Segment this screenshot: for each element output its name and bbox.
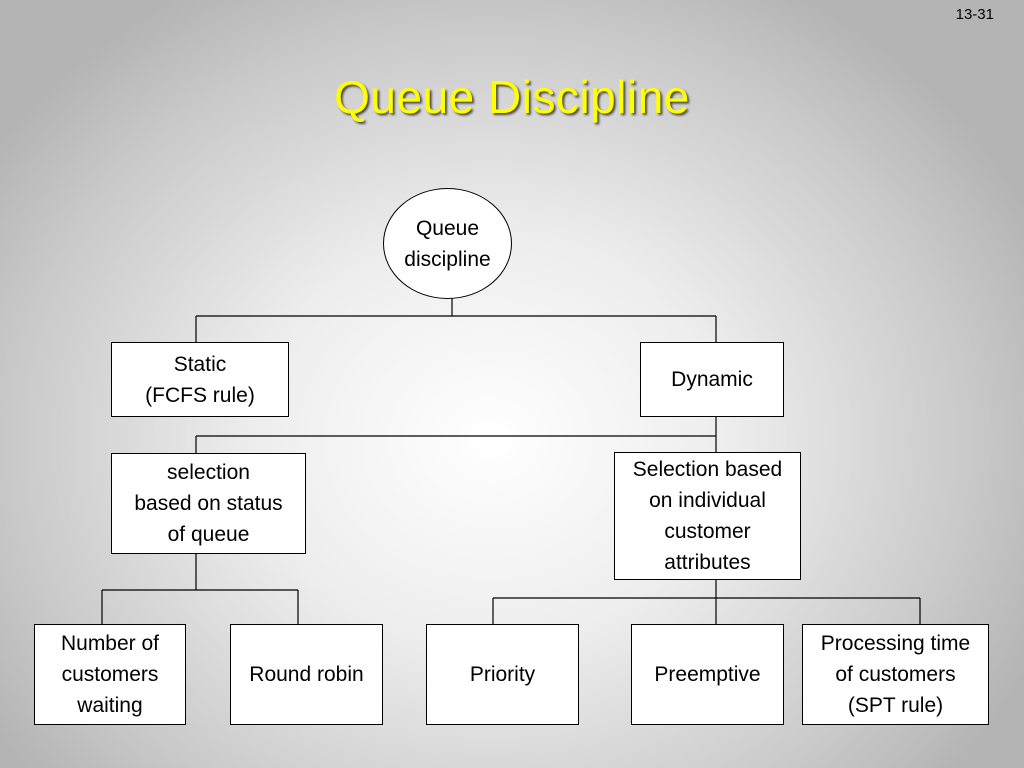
node-static-label: Static (FCFS rule) <box>145 352 255 407</box>
slide-number: 13-31 <box>955 6 994 23</box>
node-priority: Priority <box>426 624 579 725</box>
node-round-robin-label: Round robin <box>249 663 364 686</box>
node-number-waiting-label: Number of customers waiting <box>60 632 160 717</box>
node-priority-label: Priority <box>469 663 536 686</box>
node-selection-attributes-label: Selection based on individual customer a… <box>632 458 783 574</box>
node-selection-attributes: Selection based on individual customer a… <box>614 452 801 580</box>
node-static: Static (FCFS rule) <box>111 342 289 417</box>
node-processing-time-label: Processing time of customers (SPT rule) <box>820 632 971 717</box>
node-number-waiting: Number of customers waiting <box>34 624 186 725</box>
slide-title: Queue Discipline <box>334 71 690 123</box>
node-preemptive: Preemptive <box>631 624 784 725</box>
node-processing-time: Processing time of customers (SPT rule) <box>802 624 989 725</box>
node-dynamic-label: Dynamic <box>671 368 753 391</box>
node-preemptive-label: Preemptive <box>654 663 761 686</box>
node-dynamic: Dynamic <box>640 342 784 417</box>
root-node-queue-discipline: Queue discipline <box>383 188 512 299</box>
node-round-robin: Round robin <box>230 624 383 725</box>
node-selection-status: selection based on status of queue <box>111 453 306 554</box>
root-node-label: Queue discipline <box>404 216 491 271</box>
node-selection-status-label: selection based on status of queue <box>134 461 283 546</box>
